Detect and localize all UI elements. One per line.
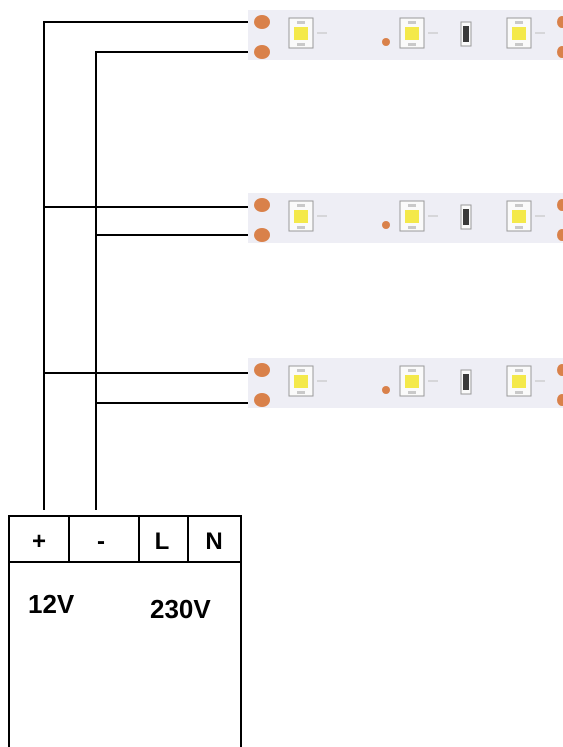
edge-pad-bottom (557, 229, 563, 241)
resistor-body (463, 374, 469, 390)
led-contact-top (297, 204, 305, 207)
power-supply-body (8, 515, 242, 747)
led-chip (294, 210, 308, 223)
led-contact-bottom (408, 391, 416, 394)
terminal-minus-label: - (97, 528, 105, 555)
led-chip (512, 375, 526, 388)
edge-pad-bottom (557, 394, 563, 406)
resistor-body (463, 209, 469, 225)
led-contact-bottom (408, 43, 416, 46)
led-contact-top (515, 21, 523, 24)
led-contact-top (408, 21, 416, 24)
solder-pad-negative (254, 228, 270, 242)
positive-wire (43, 21, 252, 510)
led-contact-top (515, 204, 523, 207)
led-contact-bottom (515, 226, 523, 229)
terminal-live-label: L (155, 528, 170, 555)
led-contact-bottom (297, 226, 305, 229)
power-supply: + - L N 12V 230V (8, 515, 242, 747)
led-chip (294, 375, 308, 388)
edge-pad-bottom (557, 46, 563, 58)
terminal-neutral-label: N (205, 528, 222, 555)
edge-pad-top (557, 16, 563, 28)
led-contact-top (297, 369, 305, 372)
led-contact-bottom (297, 43, 305, 46)
high-voltage-label: 230V (150, 594, 211, 624)
led-strip-3 (248, 358, 563, 408)
terminal-plus-label: + (32, 528, 46, 555)
led-chip (294, 27, 308, 40)
solder-pad-positive (254, 198, 270, 212)
led-contact-top (408, 369, 416, 372)
led-chip (512, 27, 526, 40)
wires (43, 21, 252, 510)
led-chip (405, 375, 419, 388)
solder-pad-positive (254, 15, 270, 29)
led-chip (512, 210, 526, 223)
led-contact-bottom (515, 43, 523, 46)
led-contact-bottom (408, 226, 416, 229)
low-voltage-label: 12V (28, 589, 75, 619)
led-contact-bottom (297, 391, 305, 394)
led-contact-bottom (515, 391, 523, 394)
strip-dot (382, 386, 390, 394)
edge-pad-top (557, 199, 563, 211)
solder-pad-negative (254, 393, 270, 407)
led-contact-top (515, 369, 523, 372)
solder-pad-negative (254, 45, 270, 59)
led-contact-top (297, 21, 305, 24)
strip-dot (382, 221, 390, 229)
solder-pad-positive (254, 363, 270, 377)
strip-dot (382, 38, 390, 46)
led-strips (248, 10, 563, 408)
negative-wire (95, 51, 252, 510)
led-strip-2 (248, 193, 563, 243)
resistor-body (463, 26, 469, 42)
led-strip-1 (248, 10, 563, 60)
edge-pad-top (557, 364, 563, 376)
led-contact-top (408, 204, 416, 207)
led-chip (405, 210, 419, 223)
led-chip (405, 27, 419, 40)
